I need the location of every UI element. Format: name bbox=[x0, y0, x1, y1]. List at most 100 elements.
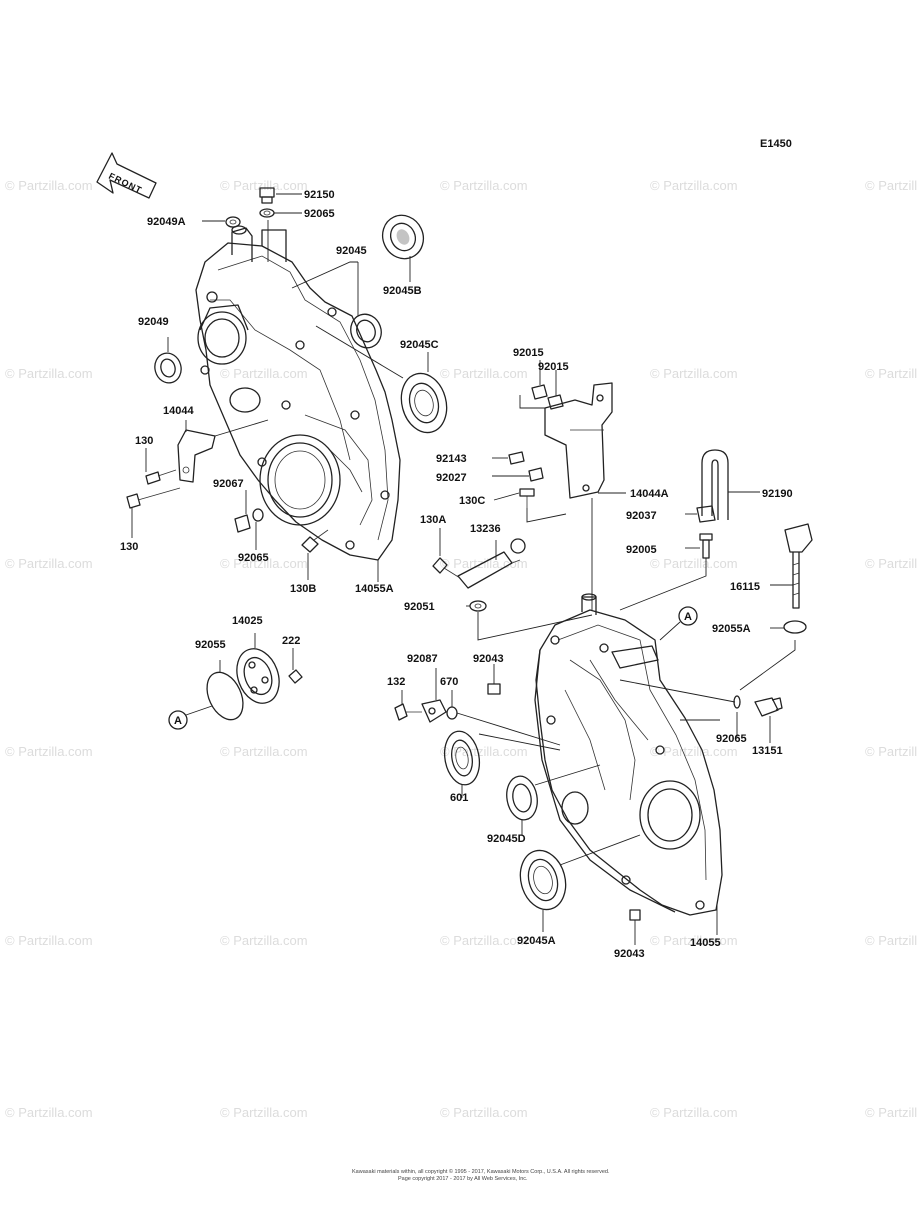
label-92049a: 92049A bbox=[147, 216, 186, 228]
oil-seal-92045 bbox=[350, 313, 382, 349]
watermark: © Partzilla.com bbox=[440, 744, 528, 759]
label-14025: 14025 bbox=[232, 615, 263, 627]
label-601: 601 bbox=[450, 792, 468, 804]
switch-13151 bbox=[754, 697, 783, 717]
label-132: 132 bbox=[387, 676, 405, 688]
label-14055: 14055 bbox=[690, 937, 721, 949]
watermark: © Partzilla.com bbox=[440, 366, 528, 381]
bolt-130c bbox=[519, 488, 535, 508]
label-14044: 14044 bbox=[163, 405, 194, 417]
oil-seal-92049 bbox=[154, 352, 182, 384]
watermark: © Partzilla.com bbox=[650, 1105, 738, 1120]
label-92065-top: 92065 bbox=[304, 208, 335, 220]
bolt-222 bbox=[288, 669, 303, 684]
washer-92065-mid bbox=[252, 508, 264, 522]
label-14044a: 14044A bbox=[630, 488, 669, 500]
label-92043-a: 92043 bbox=[473, 653, 504, 665]
watermark: © Partzilla.com bbox=[440, 556, 528, 571]
footer-copyright: Kawasaki materials within, all copyright… bbox=[352, 1168, 610, 1182]
label-92015-a: 92015 bbox=[513, 347, 544, 359]
label-92045c: 92045C bbox=[400, 339, 439, 351]
bolt-132 bbox=[394, 703, 422, 721]
label-92087: 92087 bbox=[407, 653, 438, 665]
footer-line-2: Page copyright 2017 - 2017 by All Web Se… bbox=[398, 1176, 528, 1182]
hose-92190 bbox=[701, 449, 729, 520]
bearing-92045b bbox=[381, 214, 425, 260]
label-92065-right: 92065 bbox=[716, 733, 747, 745]
label-92043-b: 92043 bbox=[614, 948, 645, 960]
label-92150: 92150 bbox=[304, 189, 335, 201]
watermark: © Partzilla.com bbox=[650, 556, 738, 571]
label-670: 670 bbox=[440, 676, 458, 688]
pin-92043-a bbox=[487, 683, 501, 695]
label-130c: 130C bbox=[459, 495, 485, 507]
watermark: © Partzilla.com bbox=[650, 366, 738, 381]
ref-marker-a-text: A bbox=[174, 715, 182, 727]
washer-92051 bbox=[469, 600, 487, 612]
bolt-130-b bbox=[126, 487, 181, 509]
o-ring-92055a bbox=[783, 620, 807, 634]
clamp-92037 bbox=[696, 505, 716, 523]
watermark: © Partzilla.com bbox=[220, 933, 308, 948]
label-13236: 13236 bbox=[470, 523, 501, 535]
cover-14025 bbox=[236, 648, 280, 704]
bolt-130a bbox=[432, 557, 461, 579]
washer-92065-top bbox=[259, 208, 275, 218]
front-arrow-icon: FRONT bbox=[96, 152, 157, 199]
label-92037: 92037 bbox=[626, 510, 657, 522]
bracket-92087 bbox=[421, 699, 447, 723]
watermark: © Partzilla.com bbox=[5, 1105, 93, 1120]
watermark: © Partzilla.com bbox=[5, 178, 93, 193]
label-13151: 13151 bbox=[752, 745, 783, 757]
label-92143: 92143 bbox=[436, 453, 467, 465]
bearing-92045a bbox=[519, 849, 567, 911]
watermark: © Partzilla.com bbox=[865, 178, 917, 193]
label-14055a: 14055A bbox=[355, 583, 394, 595]
watermark: © Partzilla.com bbox=[650, 178, 738, 193]
label-92190: 92190 bbox=[762, 488, 793, 500]
ref-marker-a-right: A bbox=[659, 606, 698, 641]
watermark: © Partzilla.com bbox=[5, 556, 93, 571]
nut-92015-a bbox=[531, 384, 548, 400]
watermark: © Partzilla.com bbox=[865, 744, 917, 759]
label-92045: 92045 bbox=[336, 245, 367, 257]
crankcase-cover-14055a bbox=[195, 225, 401, 561]
label-130b: 130B bbox=[290, 583, 316, 595]
bolt-130-a bbox=[145, 469, 177, 485]
pin-92043-b bbox=[629, 909, 641, 921]
label-92045b: 92045B bbox=[383, 285, 422, 297]
watermark: © Partzilla.com bbox=[220, 1105, 308, 1120]
part-labels: 92150 92065 92049A 92045 92045B 92049 92… bbox=[120, 189, 793, 960]
plug-92150 bbox=[259, 187, 275, 204]
bolt-130b bbox=[301, 529, 329, 553]
watermark: © Partzilla.com bbox=[5, 366, 93, 381]
watermark: © Partzilla.com bbox=[440, 178, 528, 193]
bracket-14044 bbox=[177, 429, 216, 483]
lever-13236 bbox=[457, 538, 526, 589]
label-92027: 92027 bbox=[436, 472, 467, 484]
oil-seal-92049a bbox=[225, 216, 241, 228]
label-92051: 92051 bbox=[404, 601, 435, 613]
o-ring-92055 bbox=[206, 671, 244, 721]
watermark: © Partzilla.com bbox=[220, 178, 308, 193]
collar-92027 bbox=[528, 467, 544, 482]
label-92065-mid: 92065 bbox=[238, 552, 269, 564]
nut-92015-b bbox=[547, 394, 564, 410]
label-92045a: 92045A bbox=[517, 935, 556, 947]
footer-line-1: Kawasaki materials within, all copyright… bbox=[352, 1168, 610, 1175]
watermark: © Partzilla.com bbox=[865, 556, 917, 571]
o-ring-670 bbox=[446, 706, 458, 720]
watermark: © Partzilla.com bbox=[865, 366, 917, 381]
bracket-14044a bbox=[544, 382, 613, 499]
collar-92143 bbox=[508, 451, 525, 465]
bearing-601 bbox=[443, 730, 481, 786]
bearing-92045c bbox=[400, 372, 448, 434]
label-92045d: 92045D bbox=[487, 833, 526, 845]
watermarks: © Partzilla.com © Partzilla.com © Partzi… bbox=[5, 178, 917, 1120]
diagram-code: E1450 bbox=[760, 138, 792, 150]
watermark: © Partzilla.com bbox=[650, 744, 738, 759]
label-130-a: 130 bbox=[135, 435, 153, 447]
label-16115: 16115 bbox=[730, 581, 760, 593]
watermark: © Partzilla.com bbox=[440, 1105, 528, 1120]
